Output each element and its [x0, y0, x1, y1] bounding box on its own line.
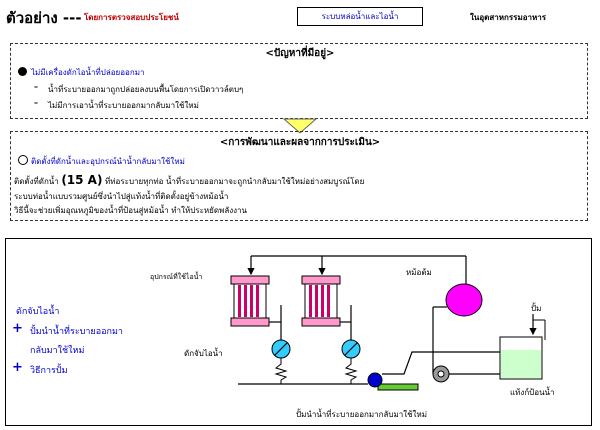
industry-label: ในอุตสาหกรรมอาหาร: [470, 13, 547, 22]
label-trap: ดักจับไอน้ำ: [184, 349, 223, 358]
improvement-line-1: ติดตั้งที่ดักน้ำ (15 A) ที่ท่อระบายทุกท่…: [14, 173, 364, 188]
improvement-line-2: ระบบท่อน้ำแบบรวมศูนย์ซึ่งนำไปสู่แท้งน้ำท…: [14, 192, 229, 201]
improvement-heading: <การพัฒนาและผลจากการประเมิน>: [219, 137, 381, 148]
feed-pump: [432, 365, 450, 383]
bullet-dot-icon: [18, 67, 27, 76]
diagram-left-item-3: วิธีการปั้ม: [30, 366, 68, 376]
bullet-circle-icon: [18, 155, 28, 165]
diagram-box: [5, 238, 592, 426]
boiler: [445, 283, 483, 317]
diagram-left-title: ดักจับไอน้ำ: [16, 307, 60, 317]
problem-bullet: ไม่มีเครื่องดักไอน้ำที่ปล่อยออกมา: [31, 68, 145, 77]
label-pump: ปั้ม: [531, 304, 542, 313]
label-boiler: หม้อต้ม: [406, 268, 432, 277]
feed-water-tank: [499, 336, 543, 380]
page-title: ตัวอย่าง ---: [6, 9, 82, 27]
improvement-box: [10, 131, 588, 221]
subtitle-red: โดยการตรวจสอบประโยชน์: [84, 13, 179, 22]
plus-icon: +: [12, 321, 23, 336]
steam-trap-valve-1: [271, 339, 291, 359]
label-tank: แท้งก์ป้อนน้ำ: [510, 388, 555, 397]
problem-item-2: ไม่มีการเอาน้ำที่ระบายออกมากลับมาใช้ใหม่: [48, 101, 199, 110]
problem-heading: <ปัญหาที่มีอยู่>: [265, 48, 335, 59]
diagram-left-item-2: กลับมาใช้ใหม่: [30, 346, 85, 356]
improvement-bullet: ติดตั้งที่ดักน้ำและอุปกรณ์นำน้ำกลับมาใช้…: [31, 157, 185, 166]
label-equipment: อุปกรณ์ที่ใช้ไอน้ำ: [150, 273, 203, 281]
return-to-tank-pipe: [382, 351, 500, 375]
steam-equipment-2: [301, 275, 341, 327]
improvement-line-3: วิธีนี้จะช่วยเพิ่มอุณหภูมิของน้ำที่ป้อนส…: [14, 206, 247, 215]
dash-icon: –: [34, 82, 38, 91]
steam-equipment-1: [230, 275, 270, 327]
plus-icon: +: [12, 360, 23, 375]
diagram-left-item-1: ปั้มนำน้ำที่ระบายออกมา: [30, 327, 123, 337]
steam-trap-valve-2: [341, 339, 361, 359]
down-arrow-icon: [282, 118, 318, 134]
trap-size: (15 A): [61, 173, 103, 187]
problem-item-1: น้ำที่ระบายออกมาถูกปล่อยลงบนพื้นโดยการเป…: [48, 85, 244, 94]
system-label-box: ระบบหล่อน้ำและไอน้ำ: [297, 7, 423, 26]
dash-icon: –: [34, 98, 38, 107]
return-pump: [367, 372, 419, 391]
line1-prefix: ติดตั้งที่ดักน้ำ: [14, 177, 59, 186]
label-return-pump: ปั้มนำน้ำที่ระบายออกมากลับมาใช้ใหม่: [296, 410, 427, 419]
line1-suffix: ที่ท่อระบายทุกท่อ น้ำที่ระบายออกมาจะถูกน…: [105, 177, 365, 186]
